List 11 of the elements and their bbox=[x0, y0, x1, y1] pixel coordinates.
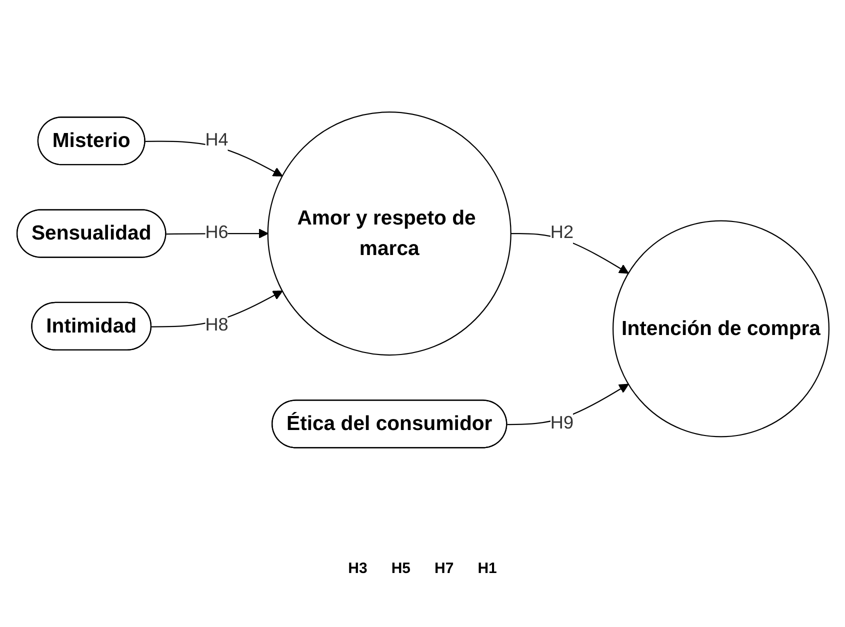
edge-label: H6 bbox=[204, 223, 228, 243]
hypothesis-label: H7 bbox=[434, 560, 454, 577]
edge-label: H2 bbox=[550, 223, 574, 243]
node-circle: Intención de compra bbox=[612, 220, 830, 438]
hypothesis-label: H5 bbox=[391, 560, 410, 577]
hypothesis-label: H3 bbox=[348, 560, 368, 577]
node-circle: Amor y respeto de marca bbox=[266, 112, 511, 356]
edge-label: H4 bbox=[204, 130, 228, 150]
edge-label: H8 bbox=[204, 316, 228, 336]
hypothesis-label: H1 bbox=[478, 560, 497, 577]
edge-label: H9 bbox=[550, 414, 574, 434]
